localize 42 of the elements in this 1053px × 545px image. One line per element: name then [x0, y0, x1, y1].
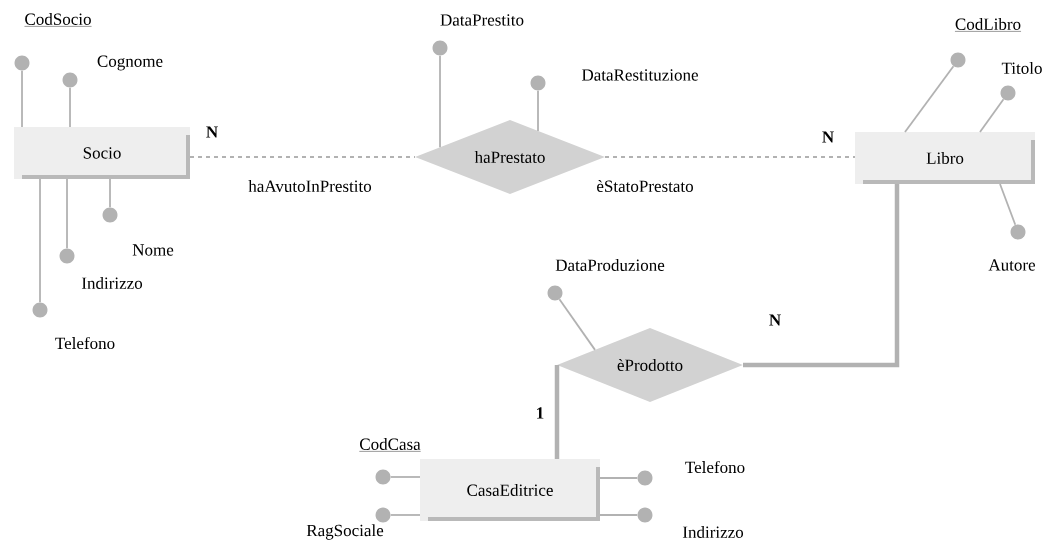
connector-line [599, 514, 639, 516]
attribute-name: Titolo [1001, 62, 1042, 74]
attribute-name: Nome [132, 244, 174, 256]
attribute-name: DataPrestito [440, 14, 524, 26]
attribute-name: CodSocio [24, 13, 92, 27]
entity-box: CasaEditrice [420, 459, 600, 521]
connector-line [558, 298, 596, 351]
entity-box: Libro [855, 132, 1035, 184]
attribute-name: DataProduzione [555, 259, 665, 271]
connector-line [389, 476, 421, 478]
connector-line [743, 184, 900, 368]
connector-line [904, 65, 955, 133]
attribute-name: Autore [988, 259, 1035, 271]
connector-line [979, 98, 1005, 133]
connector-line [599, 477, 639, 479]
attribute-name: Cognome [97, 55, 163, 71]
connector-line [21, 69, 23, 128]
connector-line [389, 514, 421, 516]
connector-line [605, 155, 855, 159]
cardinality-label: N [822, 131, 834, 143]
attribute-name: Telefono [55, 336, 115, 350]
entity-box: Socio [14, 127, 190, 179]
connector-line [109, 178, 111, 209]
attribute-name: CodCasa [359, 438, 421, 452]
cardinality-label: N [769, 314, 781, 326]
attribute-name: Indirizzo [682, 526, 744, 538]
attribute-name: DataRestituzione [581, 69, 698, 81]
connector-line [190, 155, 415, 159]
cardinality-label: 1 [537, 407, 544, 419]
connector-line [537, 89, 539, 132]
connector-line [69, 86, 71, 128]
connector-line [554, 365, 560, 459]
role-label: haAvutoInPrestito [247, 179, 373, 193]
attribute-name: CodLibro [954, 18, 1022, 32]
connector-line [66, 178, 68, 250]
attribute-name: Telefono [685, 460, 745, 474]
connector-line [39, 178, 41, 304]
attribute-name: RagSociale [306, 524, 384, 540]
attribute-name: Indirizzo [81, 277, 143, 289]
connector-line [999, 183, 1017, 226]
connector-line [439, 54, 441, 149]
cardinality-label: N [206, 126, 218, 138]
